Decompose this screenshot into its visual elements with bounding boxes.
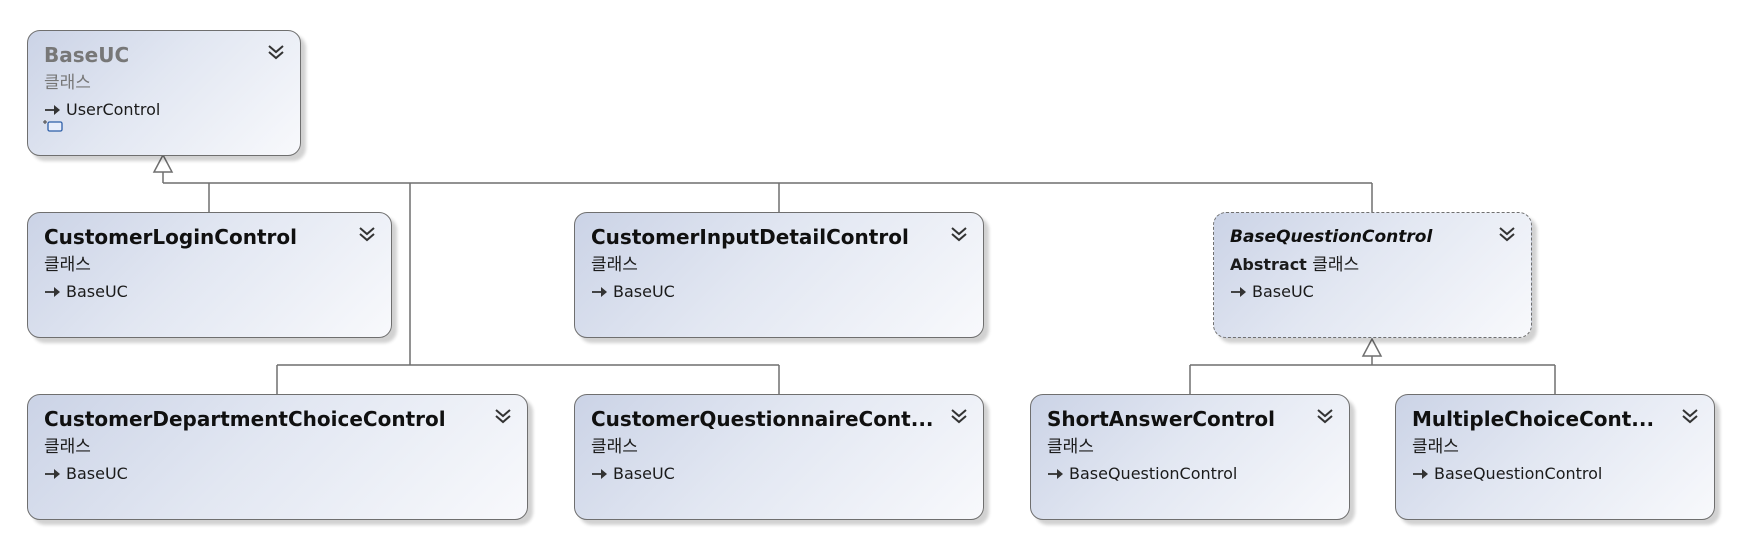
inherits-arrow-icon — [45, 105, 60, 115]
class-parent-name: BaseUC — [66, 282, 128, 301]
chevron-down-icon[interactable] — [1680, 407, 1700, 425]
class-kind: 클래스 — [591, 437, 638, 457]
class-parent-name: BaseQuestionControl — [1069, 464, 1238, 483]
class-kind: 클래스 — [44, 73, 91, 93]
inheritance-arrowhead-base-question — [1361, 337, 1383, 357]
class-parent: BaseUC — [591, 462, 969, 486]
class-parent-name: UserControl — [66, 100, 161, 119]
inherits-arrow-icon — [592, 469, 607, 479]
class-kind: 클래스 — [1047, 437, 1094, 457]
class-kind: 클래스 — [44, 255, 91, 275]
inherits-arrow-icon — [1048, 469, 1063, 479]
class-parent: UserControl — [44, 98, 286, 122]
inherits-arrow-icon — [592, 287, 607, 297]
class-kind: 클래스 — [44, 437, 91, 457]
chevron-down-icon[interactable] — [266, 43, 286, 61]
class-parent: BaseQuestionControl — [1047, 462, 1335, 486]
class-node-short-answer-control[interactable]: ShortAnswerControl 클래스 BaseQuestionContr… — [1030, 394, 1350, 520]
class-node-customer-login-control[interactable]: CustomerLoginControl 클래스 BaseUC — [27, 212, 392, 338]
inheritance-arrowhead-baseuc — [152, 153, 174, 173]
class-node-multiple-choice-control[interactable]: MultipleChoiceCont... 클래스 BaseQuestionCo… — [1395, 394, 1715, 520]
class-parent-name: BaseUC — [1252, 282, 1314, 301]
inherits-arrow-icon — [45, 469, 60, 479]
class-kind-label: 클래스 — [1312, 255, 1360, 275]
class-parent-name: BaseUC — [66, 464, 128, 483]
class-node-customer-department-choice-control[interactable]: CustomerDepartmentChoiceControl 클래스 Base… — [27, 394, 528, 520]
inherits-arrow-icon — [45, 287, 60, 297]
class-node-baseuc[interactable]: BaseUC 클래스 UserControl — [27, 30, 301, 156]
class-parent-name: BaseUC — [613, 464, 675, 483]
class-parent: BaseUC — [44, 280, 377, 304]
class-title: MultipleChoiceCont... — [1412, 407, 1655, 431]
chevron-down-icon[interactable] — [949, 407, 969, 425]
chevron-down-icon[interactable] — [1315, 407, 1335, 425]
class-parent: BaseUC — [591, 280, 969, 304]
class-parent: BaseUC — [44, 462, 513, 486]
class-node-customer-questionnaire-control[interactable]: CustomerQuestionnaireCont... 클래스 BaseUC — [574, 394, 984, 520]
chevron-down-icon[interactable] — [1497, 225, 1517, 243]
class-title: CustomerQuestionnaireCont... — [591, 407, 934, 431]
user-control-icon — [43, 120, 63, 132]
class-title: ShortAnswerControl — [1047, 407, 1276, 431]
class-node-customer-input-detail-control[interactable]: CustomerInputDetailControl 클래스 BaseUC — [574, 212, 984, 338]
chevron-down-icon[interactable] — [357, 225, 377, 243]
class-title: BaseUC — [44, 43, 130, 67]
class-modifier: Abstract — [1230, 255, 1307, 274]
class-parent: BaseQuestionControl — [1412, 462, 1700, 486]
class-title: BaseQuestionControl — [1230, 227, 1433, 247]
class-title: CustomerLoginControl — [44, 225, 297, 249]
class-parent-name: BaseUC — [613, 282, 675, 301]
class-title: CustomerDepartmentChoiceControl — [44, 407, 446, 431]
class-kind: 클래스 — [591, 255, 638, 275]
class-kind: 클래스 — [1412, 437, 1459, 457]
class-parent-name: BaseQuestionControl — [1434, 464, 1603, 483]
chevron-down-icon[interactable] — [949, 225, 969, 243]
inherits-arrow-icon — [1413, 469, 1428, 479]
class-parent: BaseUC — [1230, 280, 1517, 304]
class-title: CustomerInputDetailControl — [591, 225, 909, 249]
class-node-base-question-control[interactable]: BaseQuestionControl Abstract 클래스 BaseUC — [1213, 212, 1532, 338]
inherits-arrow-icon — [1231, 287, 1246, 297]
class-kind: Abstract 클래스 — [1230, 252, 1517, 278]
chevron-down-icon[interactable] — [493, 407, 513, 425]
